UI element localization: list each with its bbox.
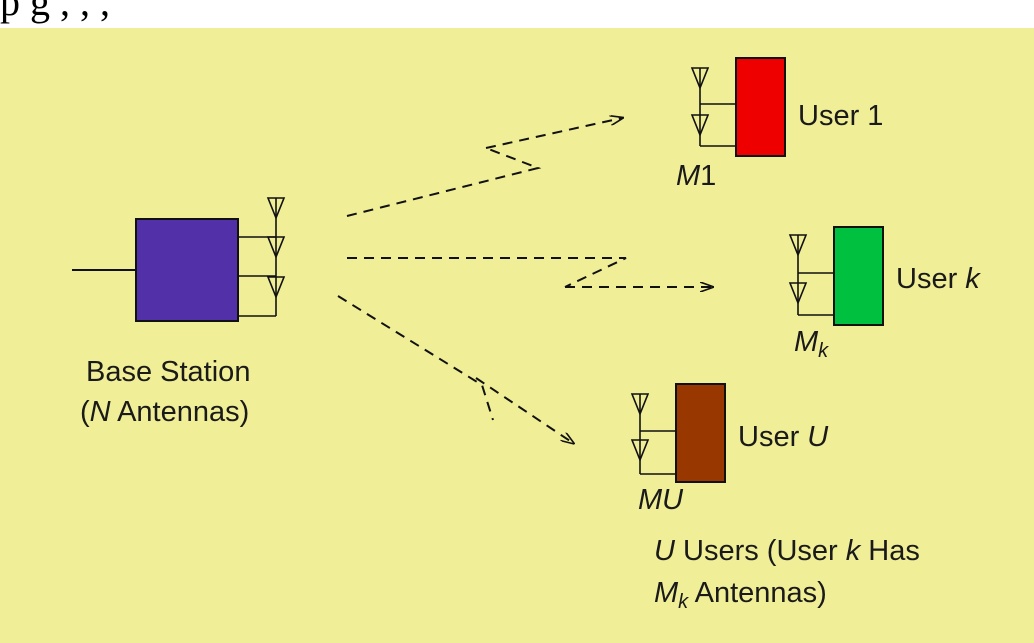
subscript-k: k [818,340,829,362]
users-note-line1: U Users (User k Has [654,535,920,568]
var-M: M [676,160,701,192]
var-U-sub: U [662,484,684,516]
userU-box [675,383,726,483]
top-cropped-text: p g , , , [0,0,1034,28]
user1-antenna-count: M1 [676,160,716,193]
userk-label: User k [896,263,980,296]
userU-label: User U [738,421,828,454]
var-N: N [89,396,111,428]
userU-antenna-count: MU [638,484,683,517]
var-M: M [654,577,679,609]
var-M: M [638,484,663,516]
note-has-text: Has [860,535,920,567]
user1-box [735,57,786,157]
var-U: U [807,421,829,453]
var-U: U [654,535,675,567]
user1-label: User 1 [798,100,884,132]
var-M: M [794,326,819,358]
link-to-userk [347,257,712,287]
userk-prefix: User [896,263,966,295]
link-to-user1 [346,118,622,217]
base-station-title: Base Station [86,356,251,388]
paren-open: ( [80,396,90,428]
diagram-panel [0,28,1034,643]
subscript-k: k [678,591,689,613]
userk-box [833,226,884,326]
users-note-line2: Mk Antennas) [654,577,827,614]
user1-ant-number: 1 [700,160,717,192]
user1-antennas [690,67,736,147]
cropped-caption: p g , , , [0,0,110,24]
base-station-label: Base Station [86,356,250,389]
note-antennas-text: Antennas) [688,577,827,609]
base-station-antennas [238,197,286,317]
userk-antennas [788,234,834,316]
link-to-userU [337,295,573,443]
base-station-antenna-count: (N Antennas) [80,396,249,429]
userU-antennas [630,393,676,475]
userk-antenna-count: Mk [794,326,828,363]
userU-prefix: User [738,421,808,453]
var-k: k [845,535,861,567]
var-k: k [965,263,980,295]
note-users-text: Users (User [674,535,846,567]
antennas-text: Antennas) [110,396,250,428]
base-station-box [135,218,239,322]
